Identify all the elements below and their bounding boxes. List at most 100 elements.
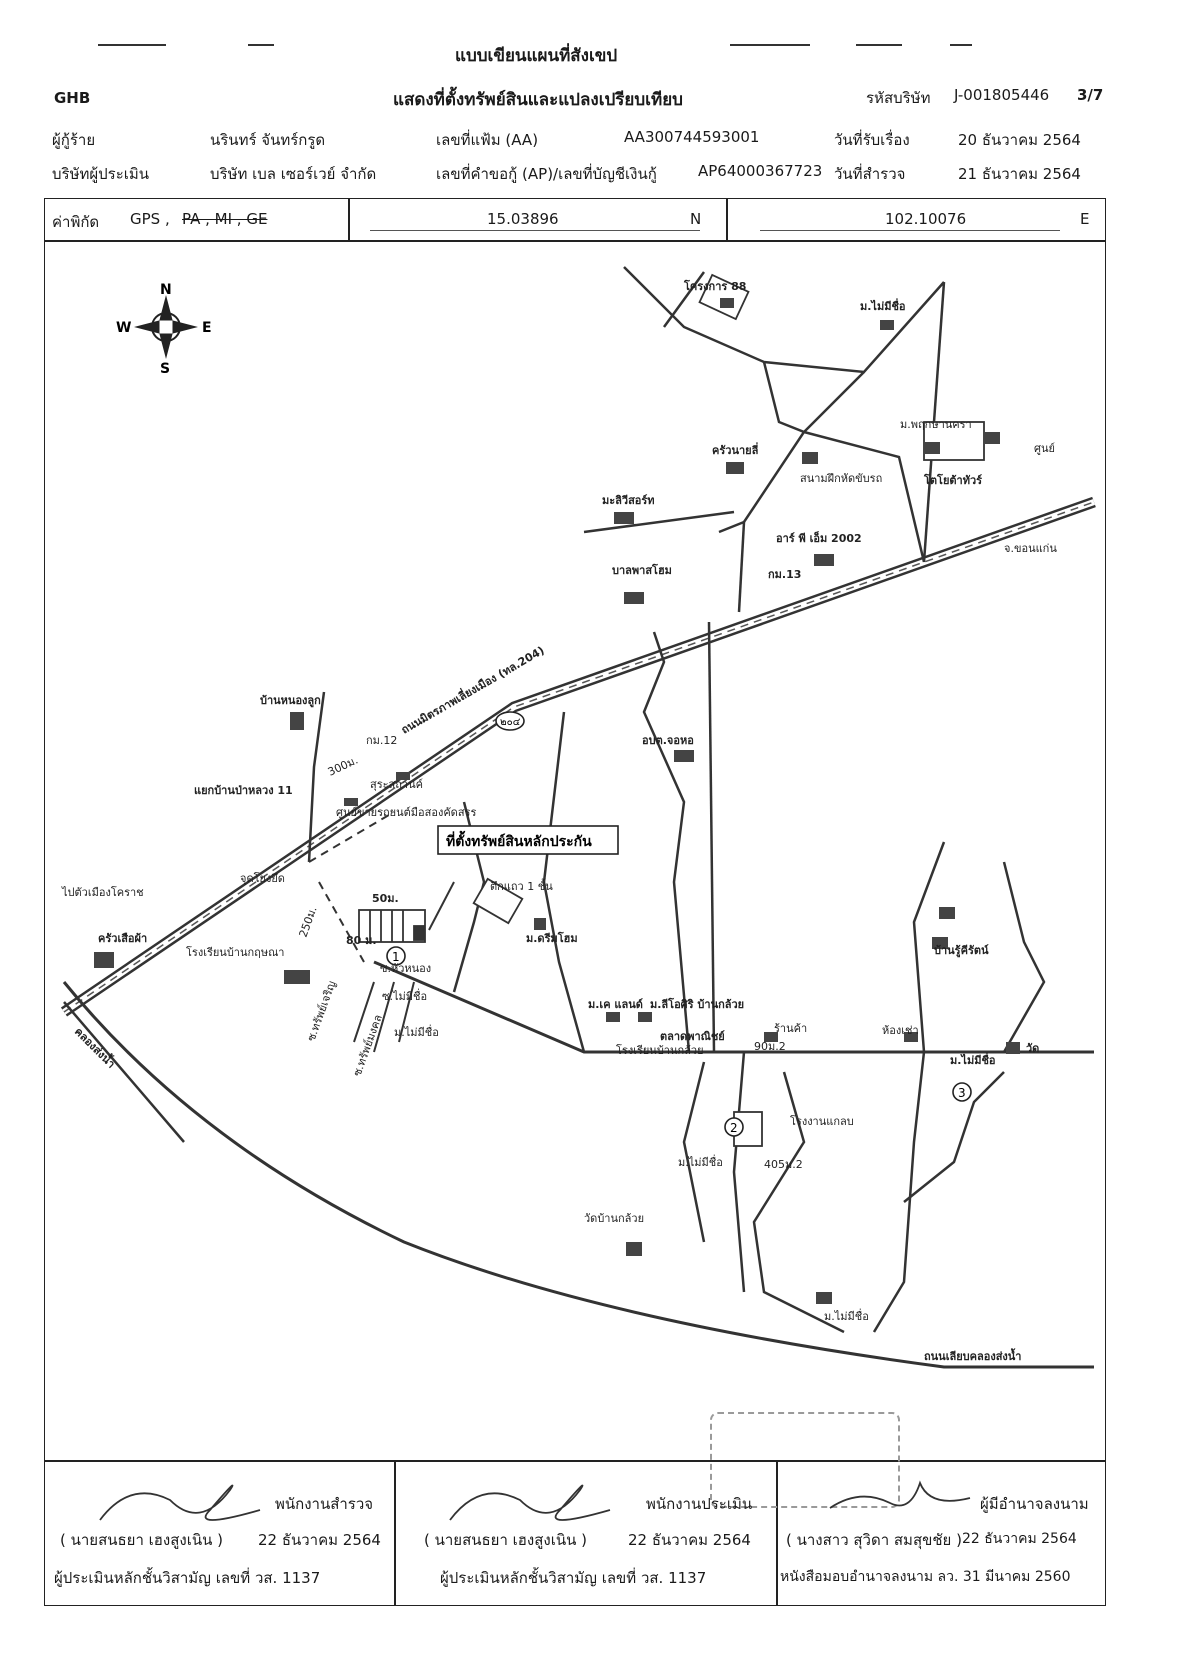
surveyor-position: ผู้ประเมินหลักชั้นวิสามัญ เลขที่ วส. 113…: [54, 1569, 321, 1587]
house-icon: [720, 298, 734, 308]
soi-line: [398, 981, 415, 1043]
appraiser-role: พนักงานประเมิน: [646, 1495, 753, 1513]
surveyor-date: 22 ธันวาคม 2564: [258, 1531, 381, 1549]
page-subtitle: แสดงที่ตั้งทรัพย์สินและแปลงเปรียบเทียบ: [393, 90, 683, 110]
house-icon: [624, 592, 644, 604]
building-icons: [94, 298, 1020, 1304]
label-mazda: มะลิวีสอร์ท: [602, 494, 655, 507]
label-center: ศูนย์: [1034, 442, 1055, 455]
label-250m: 250ม.: [297, 905, 320, 939]
coord-divider: [348, 198, 350, 240]
coord-divider: [726, 198, 728, 240]
marker-1-label: 1: [392, 950, 400, 964]
house-icon: [606, 1012, 620, 1022]
company-code: J-001805446: [954, 86, 1050, 104]
label-nameless-road: ซ.ไม่มีชื่อ: [382, 988, 427, 1003]
label-junction: แยกบ้านป่าหลวง 11: [194, 784, 293, 797]
label-twostory: ตึกแถว 1 ชั้น: [490, 878, 553, 893]
authorized-position: หนังสือมอบอำนาจลงนาม ลว. 31 มีนาคม 2560: [780, 1569, 1071, 1585]
surveyor-role: พนักงานสำรวจ: [275, 1495, 374, 1513]
label-kruasue: ครัวเสือผ้า: [98, 932, 147, 945]
label-300m: 300ม.: [326, 754, 360, 779]
highway-shield: [495, 711, 525, 731]
page-title: แบบเขียนแผนที่สังเขป: [455, 46, 618, 66]
north-road: [623, 266, 945, 374]
house-icon: [396, 772, 410, 780]
label-wat-bankluay: วัดบ้านกล้วย: [584, 1212, 644, 1225]
label-restroom: ห้องเช่า: [882, 1024, 919, 1037]
label-factory: โรงงานแกลบ: [790, 1114, 854, 1128]
label-405m2: 405ม.2: [764, 1158, 803, 1171]
label-driving-school: สนามฝึกหัดขับรถ: [800, 472, 882, 485]
signature-divider: [44, 1460, 1106, 1462]
surveyor-signature: [99, 1484, 261, 1521]
house-icon: [932, 937, 948, 949]
label-km12: กม.12: [366, 734, 397, 747]
label-soi-a: ซ.ทรัพย์เจริญ: [305, 979, 339, 1043]
appraiser-name: ( นายสนธยา เฮงสูงเนิน ): [424, 1531, 587, 1549]
signature-column-divider: [394, 1460, 396, 1606]
label-nongkhai: บ้านหนองลูก: [260, 694, 321, 708]
label-bamphasom: บาลพาสโฮม: [612, 563, 672, 577]
label-leosiri: ม.ลีโอศิริ บ้านกล้วย: [650, 997, 744, 1011]
south-road: [682, 1061, 706, 1243]
central-road: [542, 711, 586, 1053]
dashed-route: [318, 881, 365, 963]
south-road: [732, 1051, 746, 1293]
map-frame: [44, 198, 1106, 1606]
received-date: 20 ธันวาคม 2564: [958, 131, 1081, 149]
north-road: [737, 521, 746, 613]
signature-column-divider: [776, 1460, 778, 1606]
lat-underline: [370, 230, 700, 231]
house-icon: [984, 432, 1000, 444]
compass-w: W: [116, 320, 131, 336]
top-rule: [248, 44, 274, 46]
east-road: [903, 1071, 1005, 1203]
label-soi-b: ซ.ทรัพย์มงคล: [351, 1013, 385, 1078]
house-icon: [626, 1242, 642, 1256]
coord-row-divider: [44, 240, 1106, 242]
appraiser-company: บริษัท เบล เซอร์เวย์ จำกัด: [210, 165, 377, 183]
house-icon: [904, 1032, 918, 1042]
survey-label: วันที่สำรวจ: [834, 165, 906, 183]
house-icon: [1006, 1042, 1020, 1054]
label-nameless-3: ม.ไม่มีชื่อ: [678, 1154, 723, 1169]
label-soi-c: ซ.หัวหนอง: [380, 962, 431, 975]
north-road: [803, 371, 865, 433]
label-90m2: 90ม.2: [754, 1040, 786, 1053]
label-temple: วัด: [1026, 1042, 1039, 1055]
compass-e: E: [202, 320, 212, 336]
label-km13: กม.13: [768, 568, 801, 581]
company-stamp: [710, 1412, 900, 1508]
label-kruanayee: ครัวนายลี่: [712, 442, 759, 457]
house-icon: [94, 952, 114, 968]
received-label: วันที่รับเรื่อง: [834, 131, 910, 149]
appraiser-signature: [449, 1484, 611, 1521]
comparison-parcel: [698, 273, 750, 321]
canal-road: [62, 981, 1094, 1369]
coord-label: ค่าพิกัด: [52, 213, 100, 231]
surveyor-name: ( นายสนธยา เฮงสูงเนิน ): [60, 1531, 223, 1549]
label-to-mueang: ไปตัวเมืองโคราช: [61, 885, 144, 899]
house-icon: [674, 750, 694, 762]
east-road: [1002, 861, 1046, 1053]
north-road: [662, 271, 706, 328]
authorized-name: ( นางสาว สุวิดา สมสุขชัย ): [786, 1531, 962, 1549]
top-rule: [98, 44, 166, 46]
highway-median: [63, 501, 1095, 1013]
compass-rose: [134, 295, 198, 359]
highway-road: [60, 496, 1096, 1017]
label-nameless-2: ม.ไม่มีชื่อ: [394, 1024, 439, 1039]
appraiser-date: 22 ธันวาคม 2564: [628, 1531, 751, 1549]
label-project88: โครงการ 88: [683, 279, 746, 293]
label-to-khonkaen: จ.ขอนแก่น: [1004, 542, 1057, 555]
central-road: [707, 621, 716, 1053]
label-50m: 50ม.: [372, 892, 399, 905]
appraiser-company-label: บริษัทผู้ประเมิน: [52, 165, 150, 183]
label-market: ตลาดพาณิชย์: [660, 1030, 725, 1043]
latitude-direction: N: [690, 210, 702, 228]
marker-2-label: 2: [730, 1121, 738, 1135]
house-icon: [924, 442, 940, 454]
label-dreamhome: ม.ดรีมโฮม: [526, 931, 578, 945]
label-school-2: โรงเรียนบ้านกล้วย: [616, 1043, 704, 1057]
